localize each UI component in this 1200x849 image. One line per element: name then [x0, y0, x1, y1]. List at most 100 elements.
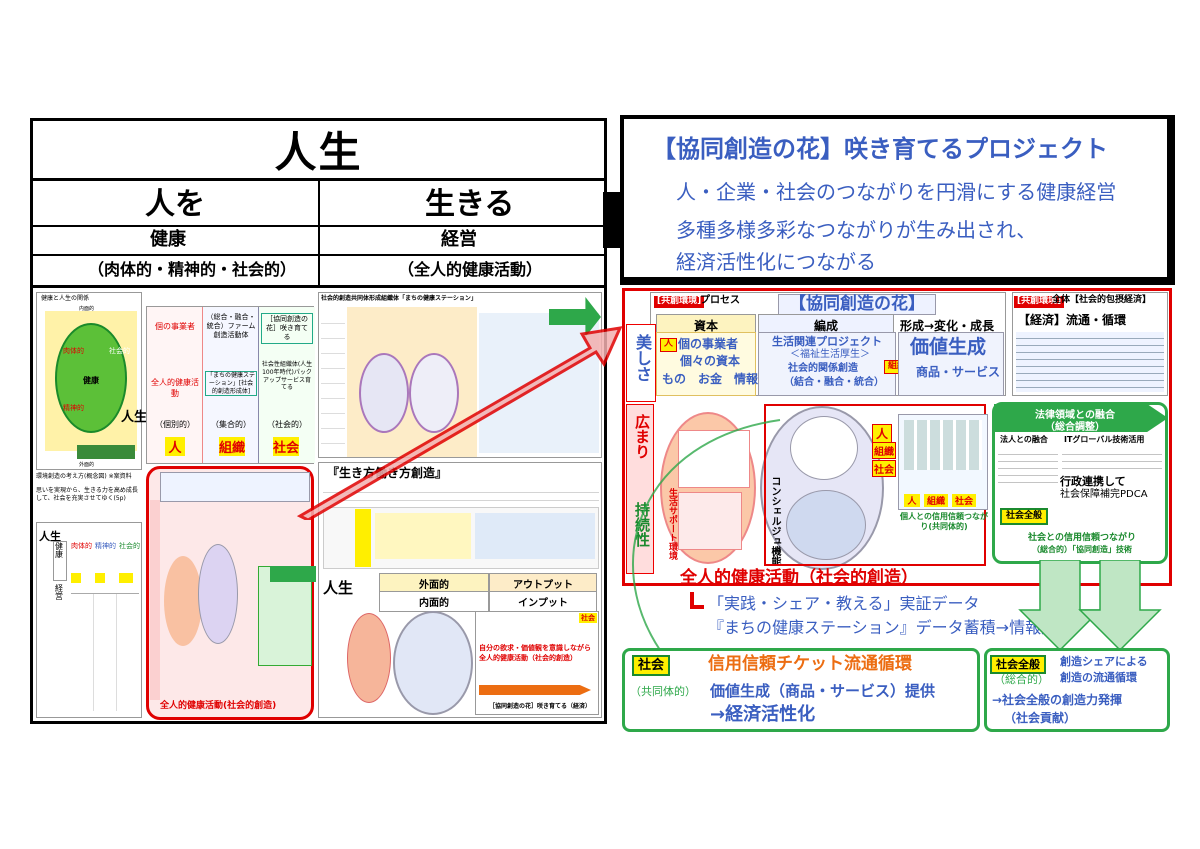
concept-panel: 健康と人生の関係 内面的 肉体的 社会的 精神的 健康 人生 外面的 — [36, 292, 147, 470]
togo: （結合・融合・統合） — [784, 377, 884, 388]
table-c2: 精神的 — [95, 542, 116, 550]
hirogari-band — [626, 404, 654, 574]
concept-health: 健康 — [83, 376, 99, 385]
bl-paren: （共同体的） — [630, 685, 696, 698]
bottom-left-box — [622, 648, 980, 732]
houritsu: 法律領域との融合 — [1035, 410, 1115, 421]
kachi: 価値生成 — [910, 336, 987, 358]
sogo: （総合調整） — [1045, 422, 1105, 433]
zentai: 全体【社会的包摂経済】 — [1052, 295, 1152, 305]
concierge: コンシェルジュ機能 — [769, 476, 780, 566]
red-arrow-shape — [296, 326, 623, 520]
right-title: 【協同創造の花】咲き育てるプロジェクト — [652, 135, 1108, 163]
personal-shakai: 社会 — [952, 494, 976, 507]
hito-katsudo: 法人との融合 — [1000, 435, 1048, 444]
fukushi: ＜福祉生活厚生＞ — [790, 349, 870, 360]
personal-soshiki: 組織 — [924, 494, 948, 507]
lifestyle-desc — [323, 485, 599, 503]
concept-title: 健康と人生の関係 — [41, 295, 90, 302]
lifestyle-yellow-block — [375, 513, 471, 559]
header-divider — [318, 181, 320, 285]
table-row-kenko: 健康 — [55, 542, 63, 559]
tag-common-1: [共創環境] — [654, 296, 705, 308]
concept-body: 肉体的 — [63, 347, 84, 355]
hirogari-label: 広まり — [633, 414, 651, 459]
concept-caption-2: 思いを実現から、生きる力を高め成長して、社会を充実させてゆく(5p) — [36, 487, 138, 502]
down-arrows — [1018, 560, 1162, 652]
tc-tag2: 組織 — [219, 437, 245, 456]
green-curve-path — [632, 419, 781, 651]
concept-legend-bar — [77, 445, 135, 459]
tc-r3c3: （社会的） — [267, 420, 307, 429]
purple-inner-2 — [786, 490, 866, 560]
table-kenko-cell — [53, 541, 67, 581]
gyosei: 行政連携して — [1060, 475, 1126, 488]
mono: もの お金 情報 — [662, 372, 759, 386]
side-soshiki: 組織 — [872, 442, 896, 459]
header-line-1 — [33, 225, 604, 227]
shakaiteki: 社会的関係創造 — [788, 363, 858, 374]
lifestyle-jinsei: 人生 — [323, 579, 354, 597]
shohin: 商品・サービス — [916, 365, 1001, 379]
keizai: 【経済】流通・循環 — [1018, 313, 1127, 327]
table-cells — [71, 593, 139, 711]
lifestyle-orange-circle — [347, 613, 391, 703]
red-l-arrow — [690, 592, 694, 608]
pdca: 社会保障補完PDCA — [1060, 489, 1148, 500]
table-c1: 肉体的 — [71, 542, 92, 550]
station-circle — [359, 353, 409, 433]
health-mgmt-table: 人生 健康 経営 肉体的 精神的 社会的 — [36, 522, 142, 718]
col1-sub2: （肉体的・精神的・社会的） — [88, 260, 297, 279]
mini-footer: 全人的健康活動(社会的創造) — [160, 701, 277, 711]
kachi-box — [898, 332, 1004, 396]
concept-circle — [55, 323, 127, 433]
lifestyle-kyodo: ［協同創造の花］咲き育てる（経済） — [489, 703, 592, 710]
law-lines — [998, 448, 1058, 484]
header-line-2 — [33, 254, 604, 256]
law-arrow — [994, 404, 1168, 432]
utsukushisa-label: 美しさ — [633, 334, 652, 382]
mini-flower-header — [160, 472, 310, 502]
machi: 『まちの健康ステーション』データ蓄積→情報知識 — [708, 618, 1074, 637]
kojigyo: 個の事業者 — [678, 337, 739, 351]
utsukushisa-band — [626, 324, 656, 402]
life-title: 人生 — [274, 128, 363, 177]
support-inner — [678, 430, 750, 488]
tc-r2c2: 「まちの健康ステーション」[社会的創造形成体] — [205, 371, 257, 397]
table-c3: 社会的 — [119, 542, 140, 550]
col1-head: 人を — [145, 187, 205, 222]
lifestyle-blue-block — [475, 513, 595, 559]
seikatsu-support: 生活サポート環境 — [667, 488, 677, 560]
col2-sub: 経営 — [441, 229, 477, 250]
header-line-3 — [33, 285, 604, 288]
station-title: 社会的創造共同体形成組織体「まちの健康ステーション」 — [321, 295, 477, 302]
lifestyle-note-1: 自分の欲求・価値観を意識しながら — [479, 644, 591, 652]
mini-green-area — [258, 566, 312, 666]
tc-c1: 個の事業者 — [155, 322, 195, 331]
lifestyle-note-2: 全人的健康活動（社会的創造） — [479, 654, 577, 662]
mini-arrow-green — [270, 566, 316, 582]
shinrai2: （総合的）「協同創造」技術 — [1032, 545, 1132, 554]
right-line-3: 経済活性化につながる — [676, 250, 876, 274]
hensei-cell: 編成 — [758, 314, 894, 337]
station-sidebar — [321, 309, 345, 449]
lifestyle-blue-circle — [393, 611, 473, 715]
right-header-box — [620, 115, 1175, 285]
jissen: 「実践・シェア・教える」実証データ — [708, 594, 980, 613]
station-circle-2 — [409, 353, 459, 433]
diagram-footer: 全人的健康活動（社会的創造） — [680, 568, 918, 588]
br-paren: （総合的） — [994, 673, 1049, 686]
tc-c2: （総合・融合・統合）ファーム創造活動体 — [206, 313, 256, 340]
it-label: ITグローバル技術活用 — [1064, 435, 1145, 444]
jizokusei-label: 持続性 — [633, 502, 651, 547]
br-tag: 社会全般 — [990, 655, 1046, 674]
right-line-2: 多種多様多彩なつながりが生み出され、 — [676, 218, 1037, 242]
lifestyle-orange-bar — [479, 685, 591, 695]
lifestyle-shakai-col — [355, 509, 371, 567]
bl-line-1: 信用信頼チケット流通循環 — [708, 654, 912, 674]
br-line-3: →社会全般の創造力発揮 — [992, 693, 1123, 707]
table-row-keiei: 経営 — [55, 584, 63, 601]
concept-social: 社会的 — [109, 347, 130, 355]
bl-tag: 社会 — [632, 655, 671, 676]
tc-tag3: 社会 — [273, 437, 299, 456]
